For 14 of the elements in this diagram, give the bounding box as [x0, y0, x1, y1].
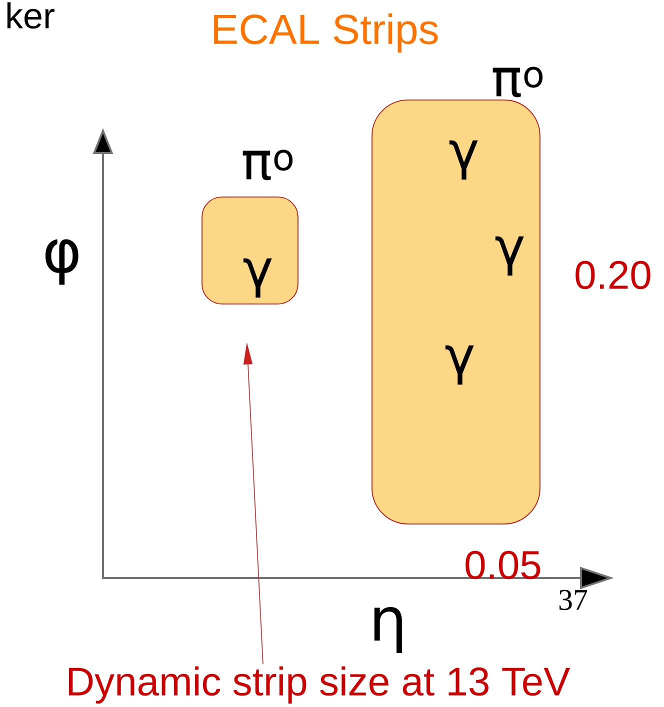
heading: ECAL Strips	[214, 13, 438, 53]
photon-cluster-box	[202, 150, 298, 304]
axis-label: φ	[45, 239, 78, 285]
photon-symbol: γ	[495, 236, 524, 276]
axis-label: η	[374, 606, 402, 654]
pion-label: π$^{o}$	[242, 150, 293, 180]
page-number: 37	[559, 590, 588, 610]
photon-symbol: γ	[449, 140, 478, 180]
pion-label: π$^{o}$	[492, 66, 543, 98]
caption-text: Dynamic strip size at 13 TeV	[68, 666, 570, 704]
photon-symbol: γ	[243, 258, 272, 298]
photon-symbol: γ	[445, 345, 474, 385]
partial-text: ker	[7, 2, 54, 29]
photon-cluster-box	[372, 66, 543, 524]
